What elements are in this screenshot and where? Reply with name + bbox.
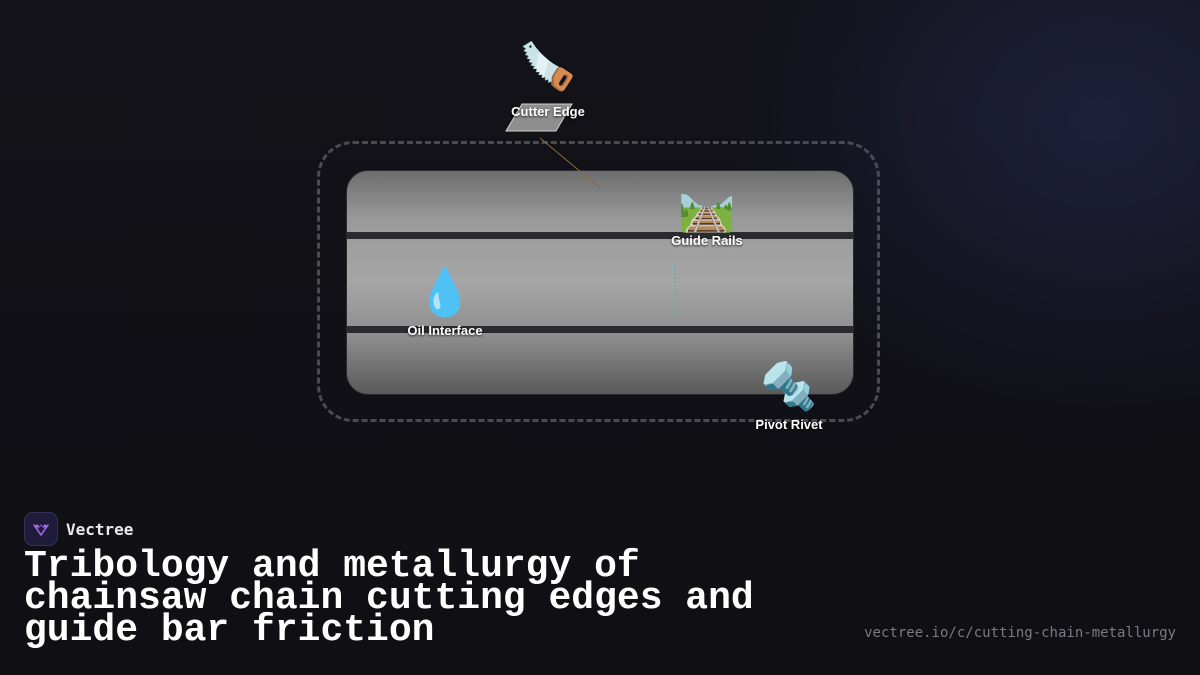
- node-pivot-rivet[interactable]: 🔩 Pivot Rivet: [755, 360, 822, 432]
- brand-name: Vectree: [66, 519, 134, 539]
- node-label-pivot-rivet: Pivot Rivet: [755, 417, 823, 432]
- guide-bar-body: [346, 170, 854, 395]
- node-cutter-edge[interactable]: 🪚 Cutter Edge: [511, 40, 585, 119]
- node-oil-interface[interactable]: 💧 Oil Interface: [407, 266, 482, 338]
- droplet-icon: 💧: [416, 266, 474, 318]
- nut-and-bolt-icon: 🔩: [760, 360, 818, 412]
- saw-icon: 🪚: [519, 40, 577, 92]
- vectree-logo-icon: [24, 512, 58, 546]
- bar-groove-upper: [347, 232, 853, 239]
- node-guide-rails[interactable]: 🛤️ Guide Rails: [671, 181, 743, 248]
- page-url[interactable]: vectree.io/c/cutting-chain-metallurgy: [864, 625, 1176, 641]
- brand[interactable]: Vectree: [24, 512, 133, 546]
- page-title: Tribology and metallurgy of chainsaw cha…: [24, 545, 754, 652]
- node-label-cutter-edge: Cutter Edge: [511, 104, 585, 119]
- node-label-oil-interface: Oil Interface: [407, 323, 483, 338]
- railway-track-icon: 🛤️: [678, 181, 736, 233]
- bar-groove-lower: [347, 326, 853, 333]
- node-label-guide-rails: Guide Rails: [671, 233, 743, 248]
